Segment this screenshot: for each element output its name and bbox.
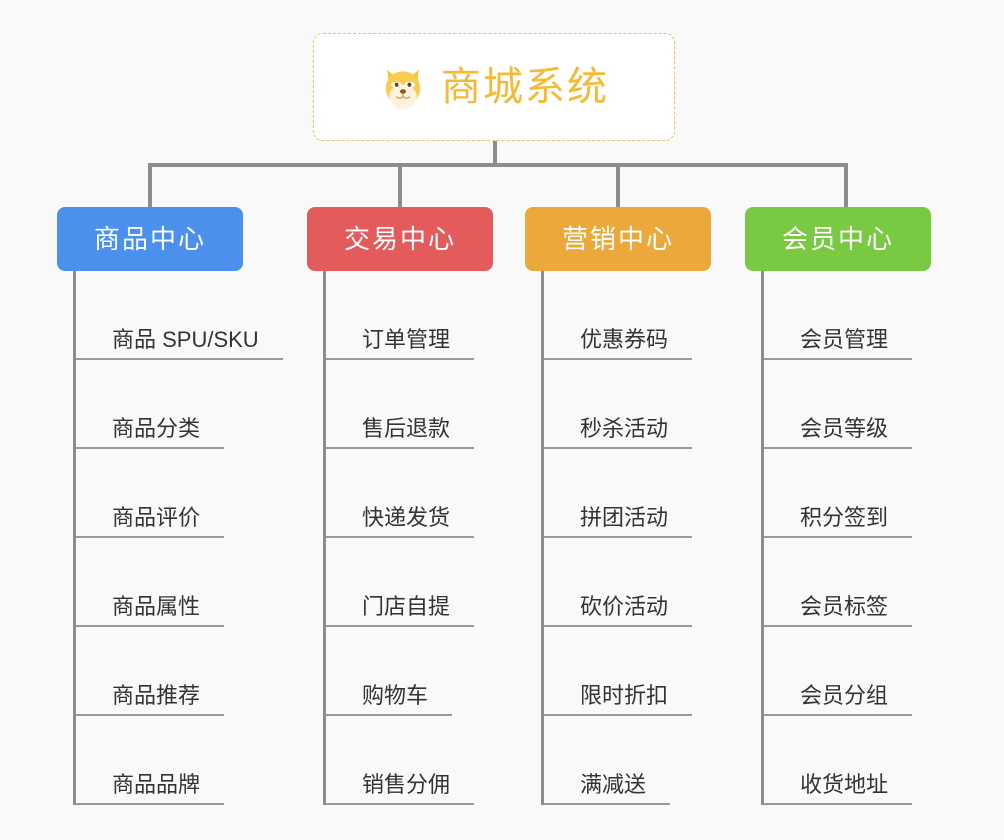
leaf-item[interactable]: 商品 SPU/SKU xyxy=(76,271,283,360)
category-label: 会员中心 xyxy=(781,224,894,254)
leaf-label: 购物车 xyxy=(362,682,429,708)
category-box-member-center[interactable]: 会员中心 xyxy=(745,207,931,271)
connector-drop-3 xyxy=(616,163,620,207)
leaf-label: 收货地址 xyxy=(800,771,889,797)
leaf-item[interactable]: 快递发货 xyxy=(326,449,493,538)
leaf-list-marketing-center: 优惠券码 秒杀活动 拼团活动 砍价活动 限时折扣 满减送 xyxy=(541,271,711,805)
leaf-label: 秒杀活动 xyxy=(580,415,669,441)
leaf-label: 商品推荐 xyxy=(112,682,201,708)
leaf-item[interactable]: 拼团活动 xyxy=(544,449,711,538)
leaf-item[interactable]: 秒杀活动 xyxy=(544,360,711,449)
leaf-item[interactable]: 收货地址 xyxy=(764,716,931,805)
leaf-label: 会员管理 xyxy=(800,326,889,352)
branch-member-center: 会员中心 会员管理 会员等级 积分签到 会员标签 会员分组 收货地址 xyxy=(745,207,931,805)
leaf-label: 满减送 xyxy=(580,771,647,797)
leaf-label: 拼团活动 xyxy=(580,504,669,530)
root-node-content: 商城系统 xyxy=(379,63,609,111)
leaf-item[interactable]: 商品推荐 xyxy=(76,627,243,716)
leaf-label: 订单管理 xyxy=(362,326,451,352)
leaf-item[interactable]: 会员管理 xyxy=(764,271,931,360)
leaf-label: 会员等级 xyxy=(800,415,889,441)
category-box-trade-center[interactable]: 交易中心 xyxy=(307,207,493,271)
leaf-item[interactable]: 订单管理 xyxy=(326,271,493,360)
leaf-item[interactable]: 商品品牌 xyxy=(76,716,243,805)
leaf-item[interactable]: 购物车 xyxy=(326,627,493,716)
leaf-item[interactable]: 积分签到 xyxy=(764,449,931,538)
connector-drop-4 xyxy=(844,163,848,207)
branch-marketing-center: 营销中心 优惠券码 秒杀活动 拼团活动 砍价活动 限时折扣 满减送 xyxy=(525,207,711,805)
branch-trade-center: 交易中心 订单管理 售后退款 快递发货 门店自提 购物车 销售分佣 xyxy=(307,207,493,805)
leaf-label: 限时折扣 xyxy=(580,682,669,708)
connector-drop-2 xyxy=(398,163,402,207)
leaf-label: 快递发货 xyxy=(362,504,451,530)
root-title: 商城系统 xyxy=(441,65,609,109)
category-label: 商品中心 xyxy=(93,224,206,254)
leaf-item[interactable]: 售后退款 xyxy=(326,360,493,449)
leaf-label: 优惠券码 xyxy=(580,326,669,352)
dog-face-icon xyxy=(385,69,421,110)
branch-product-center: 商品中心 商品 SPU/SKU 商品分类 商品评价 商品属性 商品推荐 商品品牌 xyxy=(57,207,283,805)
leaf-label: 商品属性 xyxy=(112,593,201,619)
leaf-label: 商品 SPU/SKU xyxy=(112,326,259,352)
leaf-item[interactable]: 会员等级 xyxy=(764,360,931,449)
category-box-marketing-center[interactable]: 营销中心 xyxy=(525,207,711,271)
leaf-item[interactable]: 优惠券码 xyxy=(544,271,711,360)
leaf-item[interactable]: 砍价活动 xyxy=(544,538,711,627)
leaf-item[interactable]: 会员标签 xyxy=(764,538,931,627)
leaf-label: 会员分组 xyxy=(800,682,889,708)
leaf-label: 商品品牌 xyxy=(112,771,201,797)
leaf-list-member-center: 会员管理 会员等级 积分签到 会员标签 会员分组 收货地址 xyxy=(761,271,931,805)
connector-horizontal-bar xyxy=(148,163,848,167)
leaf-list-trade-center: 订单管理 售后退款 快递发货 门店自提 购物车 销售分佣 xyxy=(323,271,493,805)
leaf-label: 门店自提 xyxy=(362,593,451,619)
leaf-item[interactable]: 门店自提 xyxy=(326,538,493,627)
leaf-item[interactable]: 销售分佣 xyxy=(326,716,493,805)
root-node[interactable]: 商城系统 xyxy=(313,33,675,141)
leaf-label: 售后退款 xyxy=(362,415,451,441)
leaf-label: 砍价活动 xyxy=(580,593,669,619)
leaf-item[interactable]: 商品属性 xyxy=(76,538,243,627)
leaf-label: 销售分佣 xyxy=(362,771,451,797)
leaf-item[interactable]: 商品评价 xyxy=(76,449,243,538)
leaf-label: 商品评价 xyxy=(112,504,201,530)
leaf-item[interactable]: 限时折扣 xyxy=(544,627,711,716)
category-label: 营销中心 xyxy=(561,224,674,254)
leaf-label: 积分签到 xyxy=(800,504,889,530)
category-box-product-center[interactable]: 商品中心 xyxy=(57,207,243,271)
leaf-item[interactable]: 满减送 xyxy=(544,716,711,805)
leaf-item[interactable]: 会员分组 xyxy=(764,627,931,716)
leaf-list-product-center: 商品 SPU/SKU 商品分类 商品评价 商品属性 商品推荐 商品品牌 xyxy=(73,271,283,805)
connector-drop-1 xyxy=(148,163,152,207)
leaf-label: 会员标签 xyxy=(800,593,889,619)
category-label: 交易中心 xyxy=(343,224,456,254)
leaf-label: 商品分类 xyxy=(112,415,201,441)
connector-root-stem xyxy=(493,141,497,167)
leaf-item[interactable]: 商品分类 xyxy=(76,360,243,449)
